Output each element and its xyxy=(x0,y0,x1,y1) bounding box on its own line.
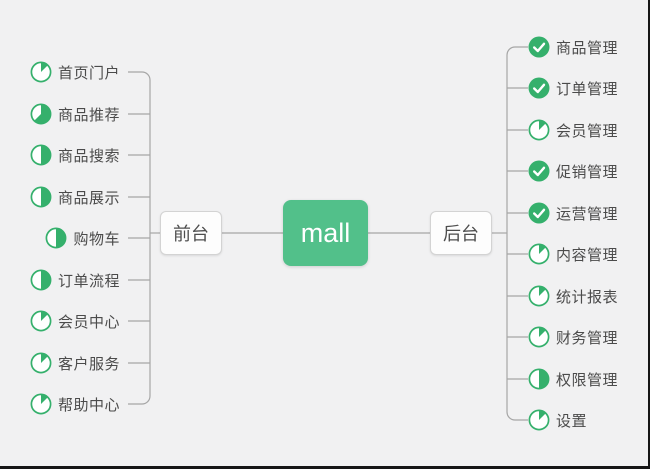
mindmap-item-front-2[interactable]: 商品搜索 xyxy=(30,142,120,168)
mindmap-item-front-0[interactable]: 首页门户 xyxy=(30,59,120,85)
progress-pie-icon xyxy=(528,409,550,431)
mindmap-item-label: 订单流程 xyxy=(57,272,120,290)
mindmap-item-label: 财务管理 xyxy=(556,329,619,347)
progress-pie-icon xyxy=(528,368,550,390)
mindmap-item-back-2[interactable]: 会员管理 xyxy=(528,117,618,143)
mindmap-item-label: 商品管理 xyxy=(556,39,619,57)
branch-node-backend-label: 后台 xyxy=(443,224,479,244)
progress-pie-icon xyxy=(528,119,550,141)
progress-pie-icon xyxy=(30,352,52,374)
branch-node-frontend[interactable]: 前台 xyxy=(160,211,222,255)
root-node-mall[interactable]: mall xyxy=(283,200,368,266)
progress-pie-icon xyxy=(30,144,52,166)
mindmap-item-label: 商品展示 xyxy=(57,189,120,207)
progress-done-icon xyxy=(528,36,550,58)
mindmap-item-label: 客户服务 xyxy=(57,355,120,373)
mindmap-item-back-6[interactable]: 统计报表 xyxy=(528,283,618,309)
progress-pie-icon xyxy=(30,61,52,83)
mindmap-item-back-8[interactable]: 权限管理 xyxy=(528,366,618,392)
mindmap-item-front-3[interactable]: 商品展示 xyxy=(30,184,120,210)
root-node-label: mall xyxy=(300,217,351,248)
mindmap-item-front-4[interactable]: 购物车 xyxy=(45,225,120,251)
mindmap-item-label: 帮助中心 xyxy=(57,396,120,414)
progress-pie-icon xyxy=(45,227,67,249)
branch-node-backend[interactable]: 后台 xyxy=(430,211,492,255)
progress-pie-icon xyxy=(30,186,52,208)
progress-pie-icon xyxy=(30,269,52,291)
mindmap-item-label: 首页门户 xyxy=(57,64,120,82)
mindmap-item-label: 商品搜索 xyxy=(57,147,120,165)
mindmap-item-front-1[interactable]: 商品推荐 xyxy=(30,101,120,127)
mindmap-item-back-7[interactable]: 财务管理 xyxy=(528,324,618,350)
mindmap-item-front-7[interactable]: 客户服务 xyxy=(30,350,120,376)
mindmap-item-label: 内容管理 xyxy=(556,246,619,264)
progress-pie-icon xyxy=(528,243,550,265)
mindmap-item-back-4[interactable]: 运营管理 xyxy=(528,200,618,226)
progress-done-icon xyxy=(528,202,550,224)
progress-pie-icon xyxy=(30,103,52,125)
mindmap-item-front-6[interactable]: 会员中心 xyxy=(30,308,120,334)
mindmap-item-label: 商品推荐 xyxy=(57,106,120,124)
progress-done-icon xyxy=(528,160,550,182)
mindmap-item-label: 购物车 xyxy=(73,230,120,248)
mindmap-item-back-0[interactable]: 商品管理 xyxy=(528,34,618,60)
mindmap-item-label: 订单管理 xyxy=(556,80,619,98)
mindmap-item-label: 权限管理 xyxy=(556,371,619,389)
progress-pie-icon xyxy=(30,310,52,332)
mindmap-item-label: 设置 xyxy=(556,412,588,430)
progress-pie-icon xyxy=(528,326,550,348)
branch-node-frontend-label: 前台 xyxy=(173,224,209,244)
mindmap-item-front-8[interactable]: 帮助中心 xyxy=(30,391,120,417)
mindmap-item-back-3[interactable]: 促销管理 xyxy=(528,158,618,184)
mindmap-item-label: 统计报表 xyxy=(556,288,619,306)
mindmap-item-label: 促销管理 xyxy=(556,163,619,181)
mindmap-item-label: 会员管理 xyxy=(556,122,619,140)
progress-pie-icon xyxy=(528,285,550,307)
mindmap-item-back-9[interactable]: 设置 xyxy=(528,407,587,433)
progress-done-icon xyxy=(528,77,550,99)
mindmap-item-label: 运营管理 xyxy=(556,205,619,223)
mindmap-item-front-5[interactable]: 订单流程 xyxy=(30,267,120,293)
mindmap-item-back-1[interactable]: 订单管理 xyxy=(528,75,618,101)
mindmap-item-back-5[interactable]: 内容管理 xyxy=(528,241,618,267)
mindmap-item-label: 会员中心 xyxy=(57,313,120,331)
progress-pie-icon xyxy=(30,393,52,415)
